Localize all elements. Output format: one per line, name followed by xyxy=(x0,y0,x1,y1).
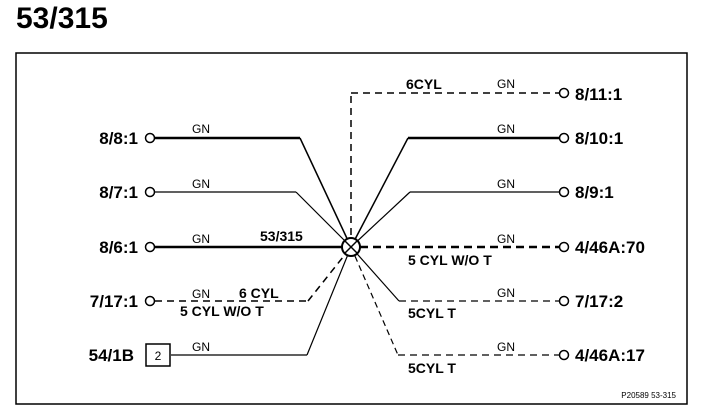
connector-label-4-46A-70: 4/46A:70 xyxy=(575,238,645,257)
pin-number: 2 xyxy=(155,349,162,363)
wire-color-label: GN xyxy=(192,177,210,191)
condition-label-6cyl: 6 CYL xyxy=(239,285,279,301)
wire-color-label: GN xyxy=(497,340,515,354)
wire-color-label: GN xyxy=(192,340,210,354)
terminal-8-9-1 xyxy=(558,186,570,198)
wire-8-9-1 xyxy=(350,191,559,248)
terminal-4-46A-70 xyxy=(558,241,570,253)
condition-label-5cyl-t: 5CYL T xyxy=(408,305,456,321)
wire-color-label: GN xyxy=(497,232,515,246)
wire-4-46A-17 xyxy=(350,246,559,356)
terminal-8-7-1 xyxy=(144,186,156,198)
wire-54-1B xyxy=(171,246,352,356)
connector-box-54-1B xyxy=(145,343,171,367)
wire-8-11-1 xyxy=(350,92,559,247)
splice-label: 53/315 xyxy=(260,228,303,244)
wire-color-label: GN xyxy=(497,77,515,91)
wire-7-17-1 xyxy=(155,246,352,302)
wire-8-8-1 xyxy=(155,136,352,248)
condition-label-5cyl-wo-t: 5 CYL W/O T xyxy=(408,252,492,268)
connector-label-8-7-1: 8/7:1 xyxy=(99,183,138,202)
condition-label-5cyl-t: 5CYL T xyxy=(408,360,456,376)
wire-8-10-1 xyxy=(350,136,559,248)
figure-reference: P20589 53-315 xyxy=(621,391,676,400)
condition-label-6cyl: 6CYL xyxy=(406,76,442,92)
condition-label-5cyl-wo-t: 5 CYL W/O T xyxy=(180,303,264,319)
terminal-7-17-2 xyxy=(558,295,570,307)
wire-color-label: GN xyxy=(497,122,515,136)
terminal-4-46A-17 xyxy=(558,349,570,361)
wire-color-label: GN xyxy=(192,287,210,301)
wire-color-label: GN xyxy=(192,122,210,136)
terminal-8-11-1 xyxy=(558,87,570,99)
wire-color-label: GN xyxy=(192,232,210,246)
terminal-7-17-1 xyxy=(144,295,156,307)
diagram-frame xyxy=(15,52,688,405)
connector-label-7-17-1: 7/17:1 xyxy=(90,292,138,311)
connector-label-7-17-2: 7/17:2 xyxy=(575,292,623,311)
page-title: 53/315 xyxy=(16,2,108,35)
wire-color-label: GN xyxy=(497,286,515,300)
connector-label-54-1B: 54/1B xyxy=(89,346,134,365)
terminal-8-6-1 xyxy=(144,241,156,253)
connector-label-4-46A-17: 4/46A:17 xyxy=(575,346,645,365)
connector-label-8-9-1: 8/9:1 xyxy=(575,183,614,202)
splice-node xyxy=(341,237,361,257)
connector-label-8-6-1: 8/6:1 xyxy=(99,238,138,257)
connector-label-8-10-1: 8/10:1 xyxy=(575,129,623,148)
wire-7-17-2 xyxy=(350,246,559,302)
wire-color-label: GN xyxy=(497,177,515,191)
terminal-8-8-1 xyxy=(144,132,156,144)
connector-label-8-11-1: 8/11:1 xyxy=(575,85,622,104)
connector-label-8-8-1: 8/8:1 xyxy=(99,129,138,148)
terminal-8-10-1 xyxy=(558,132,570,144)
wire-8-7-1 xyxy=(155,191,352,248)
